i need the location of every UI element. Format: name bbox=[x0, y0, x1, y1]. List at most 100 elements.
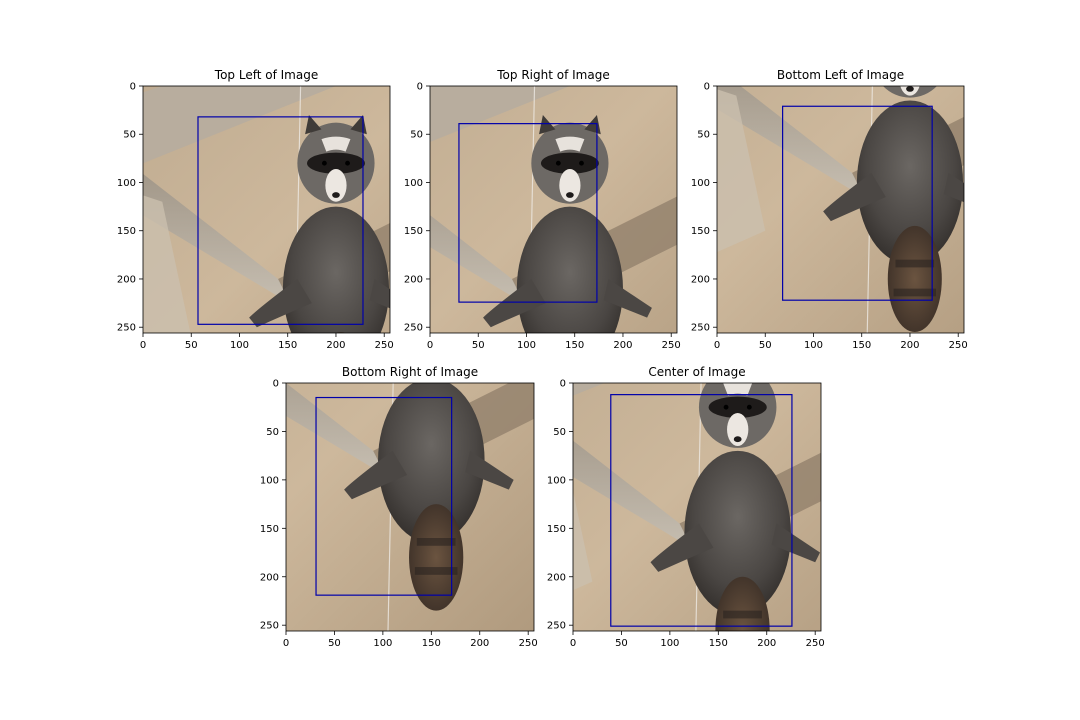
raccoon-eye bbox=[723, 404, 729, 410]
raccoon-forehead bbox=[321, 136, 351, 152]
y-tick-label: 250 bbox=[547, 621, 566, 632]
beam-upper bbox=[678, 0, 1006, 57]
raccoon-left-arm bbox=[823, 172, 886, 222]
rock-left bbox=[717, 89, 766, 253]
x-tick-label: 250 bbox=[662, 340, 681, 351]
x-tick-label: 250 bbox=[375, 340, 394, 351]
beam-upper bbox=[143, 86, 336, 164]
raccoon-mask bbox=[540, 152, 599, 174]
y-tick-label: 0 bbox=[130, 82, 136, 93]
bounding-box bbox=[197, 116, 364, 325]
y-tick-label: 100 bbox=[547, 475, 566, 486]
raccoon-ear bbox=[539, 114, 556, 135]
raccoon-ear bbox=[305, 114, 322, 135]
x-tick-label: 100 bbox=[660, 638, 679, 649]
x-tick-label: 0 bbox=[427, 340, 433, 351]
raccoon-nose bbox=[733, 436, 742, 443]
y-tick-label: 50 bbox=[410, 130, 423, 141]
y-tick-label: 50 bbox=[266, 427, 279, 438]
x-tick-label: 150 bbox=[422, 638, 441, 649]
raccoon-body bbox=[378, 383, 485, 543]
y-tick-label: 250 bbox=[260, 621, 279, 632]
x-tick-label: 250 bbox=[949, 340, 968, 351]
raccoon-tail bbox=[715, 576, 770, 631]
raccoon-eye bbox=[919, 55, 924, 60]
y-tick-label: 0 bbox=[560, 379, 566, 390]
raccoon-right-arm bbox=[771, 523, 821, 563]
x-tick-label: 100 bbox=[230, 340, 249, 351]
raccoon-forehead bbox=[555, 136, 585, 152]
raccoon-eye bbox=[896, 55, 901, 60]
x-tick-label: 0 bbox=[570, 638, 576, 649]
y-tick-label: 150 bbox=[260, 524, 279, 535]
tail-ring bbox=[555, 366, 594, 374]
tail-ring bbox=[414, 567, 458, 575]
raccoon-eye bbox=[555, 160, 561, 166]
bounding-box bbox=[782, 105, 933, 301]
raccoon-image bbox=[143, 86, 390, 333]
raccoon-snout bbox=[727, 413, 749, 446]
raccoon-right-arm bbox=[943, 172, 964, 203]
bounding-box bbox=[610, 394, 793, 627]
raccoon-mask bbox=[307, 152, 365, 174]
rock-left bbox=[143, 195, 191, 333]
raccoon-ear bbox=[924, 9, 940, 28]
raccoon-forehead bbox=[895, 31, 924, 46]
x-tick-label: 50 bbox=[185, 340, 198, 351]
y-tick-label: 0 bbox=[704, 82, 710, 93]
y-tick-label: 200 bbox=[260, 572, 279, 583]
subplot-title: Bottom Left of Image bbox=[777, 68, 904, 82]
y-tick-label: 200 bbox=[117, 274, 136, 285]
raccoon-body bbox=[684, 450, 791, 616]
y-tick-label: 100 bbox=[260, 475, 279, 486]
subplot-title: Bottom Right of Image bbox=[342, 365, 478, 379]
raccoon-tail bbox=[887, 225, 942, 333]
y-tick-label: 100 bbox=[117, 178, 136, 189]
beam-left bbox=[286, 383, 393, 480]
x-tick-label: 200 bbox=[326, 340, 345, 351]
raccoon-mask bbox=[708, 396, 767, 418]
rock-left bbox=[573, 491, 593, 591]
y-tick-label: 200 bbox=[404, 274, 423, 285]
raccoon-image bbox=[678, 0, 1006, 333]
raccoon-image bbox=[573, 383, 821, 631]
raccoon-eye bbox=[321, 160, 327, 166]
beam-left bbox=[430, 215, 532, 308]
tail-ring bbox=[416, 538, 456, 546]
raccoon-tail bbox=[409, 504, 464, 611]
beam-upper bbox=[573, 383, 605, 396]
raccoon-mask bbox=[881, 46, 939, 67]
raccoon-right-arm bbox=[603, 278, 652, 318]
axes-frame bbox=[142, 85, 391, 334]
beam-left bbox=[143, 173, 298, 308]
y-tick-label: 250 bbox=[404, 323, 423, 334]
x-tick-label: 100 bbox=[804, 340, 823, 351]
tail-ring bbox=[723, 610, 762, 619]
tail-ring bbox=[893, 288, 937, 297]
tail-ring bbox=[895, 259, 935, 268]
y-tick-label: 50 bbox=[553, 427, 566, 438]
beam-upper bbox=[430, 86, 570, 142]
subplot-title: Top Right of Image bbox=[496, 68, 609, 82]
y-tick-label: 250 bbox=[117, 323, 136, 334]
raccoon-right-arm bbox=[465, 450, 514, 490]
x-tick-label: 250 bbox=[519, 638, 538, 649]
raccoon-left-arm bbox=[344, 450, 408, 500]
axes-frame bbox=[429, 85, 678, 334]
x-tick-label: 0 bbox=[283, 638, 289, 649]
bounding-box bbox=[315, 396, 453, 596]
raccoon-eye bbox=[579, 160, 584, 166]
raccoon-image bbox=[286, 286, 534, 631]
y-tick-label: 100 bbox=[404, 178, 423, 189]
bounding-box bbox=[458, 123, 598, 303]
x-tick-label: 50 bbox=[615, 638, 628, 649]
y-tick-label: 0 bbox=[417, 82, 423, 93]
raccoon-eye bbox=[746, 404, 752, 410]
axes-frame bbox=[285, 382, 535, 632]
x-tick-label: 100 bbox=[373, 638, 392, 649]
raccoon-ear bbox=[400, 286, 416, 305]
y-tick-label: 200 bbox=[547, 572, 566, 583]
raccoon-snout bbox=[559, 168, 581, 202]
